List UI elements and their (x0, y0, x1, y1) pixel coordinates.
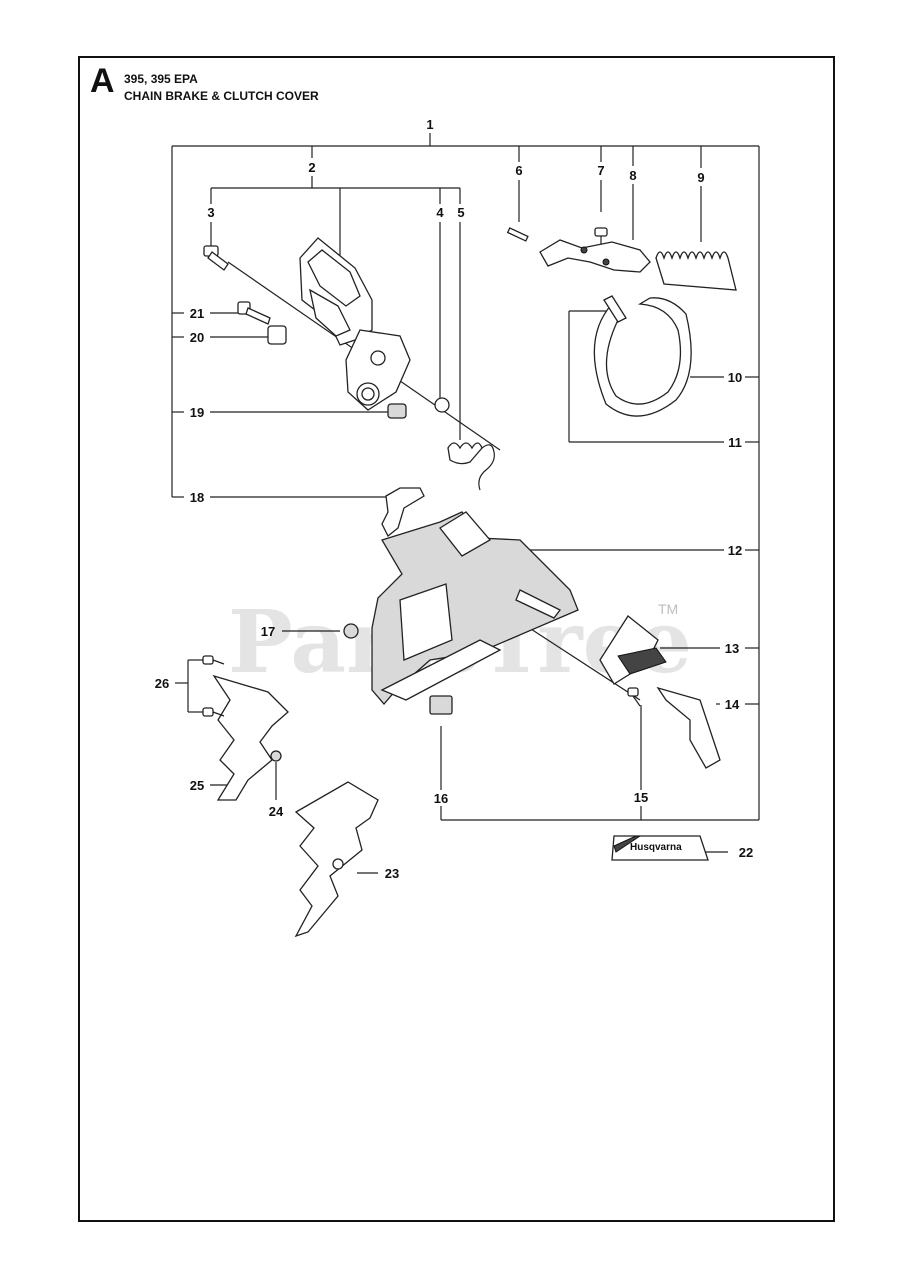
callout-5: 5 (457, 205, 464, 220)
nut-part-24 (270, 750, 282, 762)
watermark-trademark: TM (658, 601, 678, 617)
callout-1: 1 (426, 117, 433, 132)
callout-2: 2 (308, 160, 315, 175)
callout-11: 11 (728, 435, 742, 450)
callout-7: 7 (597, 163, 604, 178)
callout-22: 22 (739, 845, 753, 860)
callout-3: 3 (207, 205, 214, 220)
callout-17: 17 (261, 624, 275, 639)
callout-18: 18 (190, 490, 204, 505)
nut-part-17 (343, 623, 359, 639)
leader-lines (171, 133, 760, 874)
callout-25: 25 (190, 778, 204, 793)
callout-13: 13 (725, 641, 739, 656)
section-letter: A (90, 62, 115, 100)
bushing-part (387, 403, 407, 419)
clutch-cover-part (371, 511, 579, 705)
spike-hole (332, 858, 344, 870)
callout-19: 19 (190, 405, 204, 420)
bumper-spike-part-25 (212, 674, 289, 801)
callout-6: 6 (515, 163, 522, 178)
spring-part-5 (447, 442, 495, 491)
callout-4: 4 (436, 205, 444, 220)
callout-12: 12 (728, 543, 742, 558)
callout-14: 14 (725, 697, 740, 712)
callout-16: 16 (434, 791, 448, 806)
diagram-frame (78, 56, 835, 1222)
brake-lever-part (539, 239, 651, 273)
callout-10: 10 (728, 370, 742, 385)
callout-20: 20 (190, 330, 204, 345)
brake-band-part (593, 295, 692, 417)
callout-23: 23 (385, 866, 399, 881)
screw-part-3 (203, 245, 229, 271)
callout-labels: 1 2 3 4 5 6 7 8 9 10 11 12 13 14 15 16 1… (155, 117, 753, 881)
diagram-title: CHAIN BRAKE & CLUTCH COVER (124, 89, 319, 103)
clip-part-18 (381, 487, 425, 538)
screw-part-15 (627, 687, 641, 707)
husqvarna-decal: Husqvarna (611, 835, 709, 861)
retaining-clip-part (434, 397, 450, 413)
callout-21: 21 (190, 306, 204, 321)
bolt-part-21 (237, 301, 271, 325)
spacer-part (267, 325, 287, 345)
callout-15: 15 (634, 790, 648, 805)
callout-26: 26 (155, 676, 169, 691)
decal-brand-text: Husqvarna (630, 842, 682, 853)
screws-part-26 (202, 655, 225, 717)
plate-part-13 (599, 615, 667, 685)
callout-8: 8 (629, 168, 636, 183)
spring-part-9 (655, 251, 737, 291)
pad-part (429, 695, 453, 715)
guide-plate-part (656, 686, 721, 769)
callout-9: 9 (697, 170, 704, 185)
model-numbers: 395, 395 EPA (124, 72, 198, 86)
pin-part (506, 227, 529, 242)
callout-24: 24 (269, 804, 284, 819)
hand-guard-part (299, 237, 411, 411)
